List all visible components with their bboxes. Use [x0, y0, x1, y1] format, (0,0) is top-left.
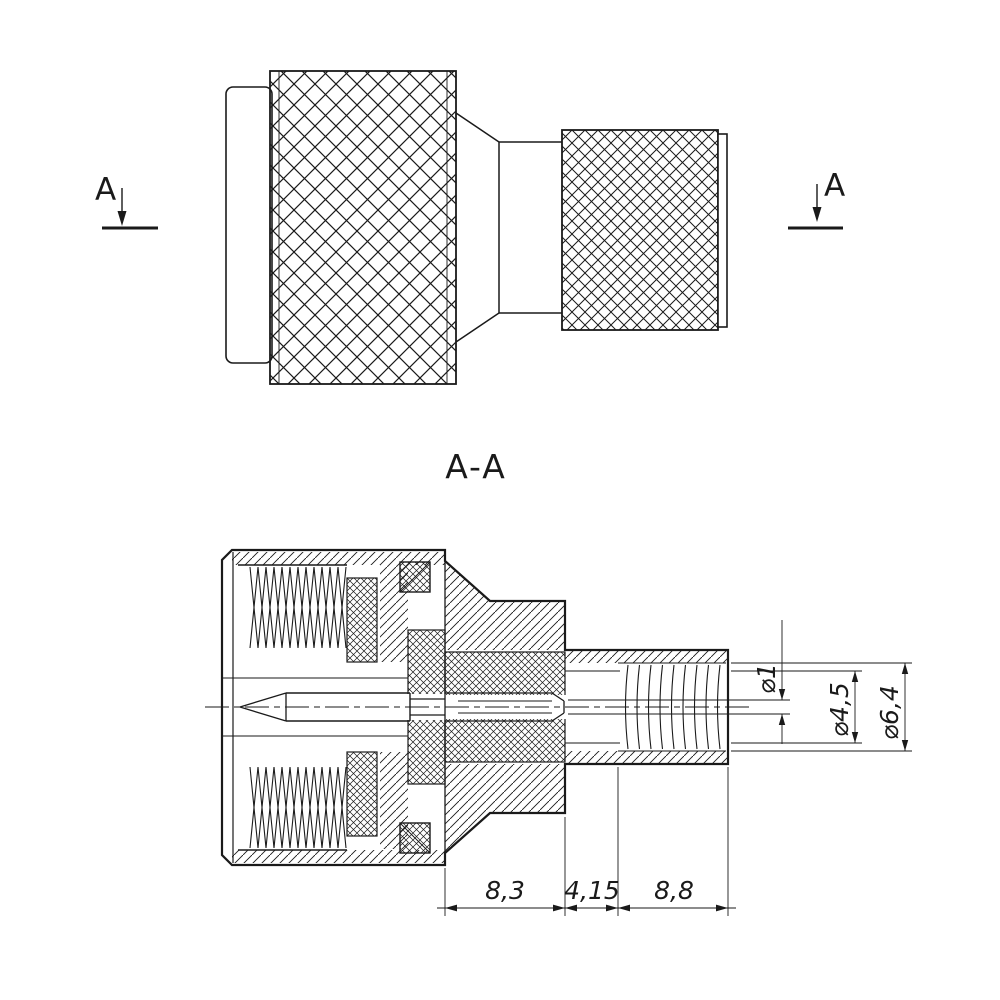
length-extension-lines [444, 767, 729, 916]
barrel-wall-top [565, 650, 728, 663]
end-cap [717, 133, 728, 328]
thread-zigzag-top-1 [249, 566, 347, 649]
thread-zigzag-top-2 [249, 566, 347, 649]
clip-diagonal-top [399, 561, 431, 593]
small-knurled-nut [561, 129, 719, 331]
socket-outline [445, 692, 565, 722]
dia45-extension-lines [731, 670, 862, 744]
dimension-diameter-bore: ⌀4,5 [731, 670, 862, 744]
length-right-label: 8,8 [654, 876, 694, 905]
hatched-walls [232, 552, 728, 863]
external-view [225, 70, 728, 385]
clip-diagonal-bottom [399, 822, 431, 854]
section-arrowhead-left [117, 211, 127, 226]
dia64-label: ⌀6,4 [875, 685, 904, 740]
dia64-extension-lines [731, 662, 912, 752]
dia45-arrow-bottom [851, 732, 859, 743]
dia45-label: ⌀4,5 [825, 682, 854, 737]
section-cut-marker-right: A [788, 168, 845, 230]
dia1-extension-lines [568, 699, 790, 715]
coupling-nut-flange [225, 86, 273, 364]
large-knurled-nut [269, 70, 457, 385]
thread-arc-6 [682, 664, 687, 750]
section-view-a-a [205, 548, 750, 867]
len-arrow-3b [618, 904, 630, 912]
socket-slot-lines [458, 700, 552, 714]
nut-wall-bottom [232, 850, 445, 863]
thread-crest-lines [618, 662, 726, 752]
nut-wall-top [232, 552, 445, 565]
len-arrow-2a [553, 904, 565, 912]
taper-shoulder [455, 112, 500, 343]
section-arrowhead-right [812, 207, 822, 222]
outer-profile [220, 548, 730, 867]
internal-thread-left [238, 564, 347, 851]
gasket-top [346, 577, 378, 663]
dia64-arrow-bottom [901, 740, 909, 751]
len-arrow-1 [445, 904, 457, 912]
section-title-label: A-A [445, 447, 507, 486]
barrel-wall-bottom [565, 751, 728, 764]
cavity-bore-lines [222, 677, 408, 737]
length-middle-label: 4,15 [564, 876, 620, 905]
dimension-lengths: 8,3 4,15 8,8 [437, 767, 736, 916]
dia1-arrow-bottom [778, 714, 786, 725]
dia1-arrow-top [778, 689, 786, 700]
len-arrow-2b [565, 904, 577, 912]
thread-bore-lines [565, 670, 620, 744]
len-arrow-4 [716, 904, 728, 912]
pin-step [410, 698, 445, 716]
thread-zigzag-bottom-2 [249, 766, 347, 849]
dimension-diameter-thread: ⌀6,4 [731, 662, 912, 752]
section-letter-left: A [95, 172, 116, 208]
knurl-chamfer-lines [278, 71, 448, 384]
gasket-bottom [346, 751, 378, 837]
section-cut-marker-left: A [95, 172, 158, 230]
thread-zigzag-bottom-1 [249, 766, 347, 849]
section-letter-right: A [824, 168, 845, 204]
thread-arc-5 [670, 664, 675, 750]
dimension-diameter-pin: ⌀1 [568, 620, 790, 744]
body-wall-bottom [445, 764, 565, 853]
dia64-arrow-top [901, 663, 909, 674]
body-wall-top [445, 561, 565, 650]
socket-contact [445, 692, 565, 722]
len-arrow-3a [606, 904, 618, 912]
length-left-label: 8,3 [485, 876, 525, 905]
dia1-label: ⌀1 [752, 663, 781, 694]
dia45-arrow-top [851, 671, 859, 682]
smooth-barrel [499, 141, 562, 314]
